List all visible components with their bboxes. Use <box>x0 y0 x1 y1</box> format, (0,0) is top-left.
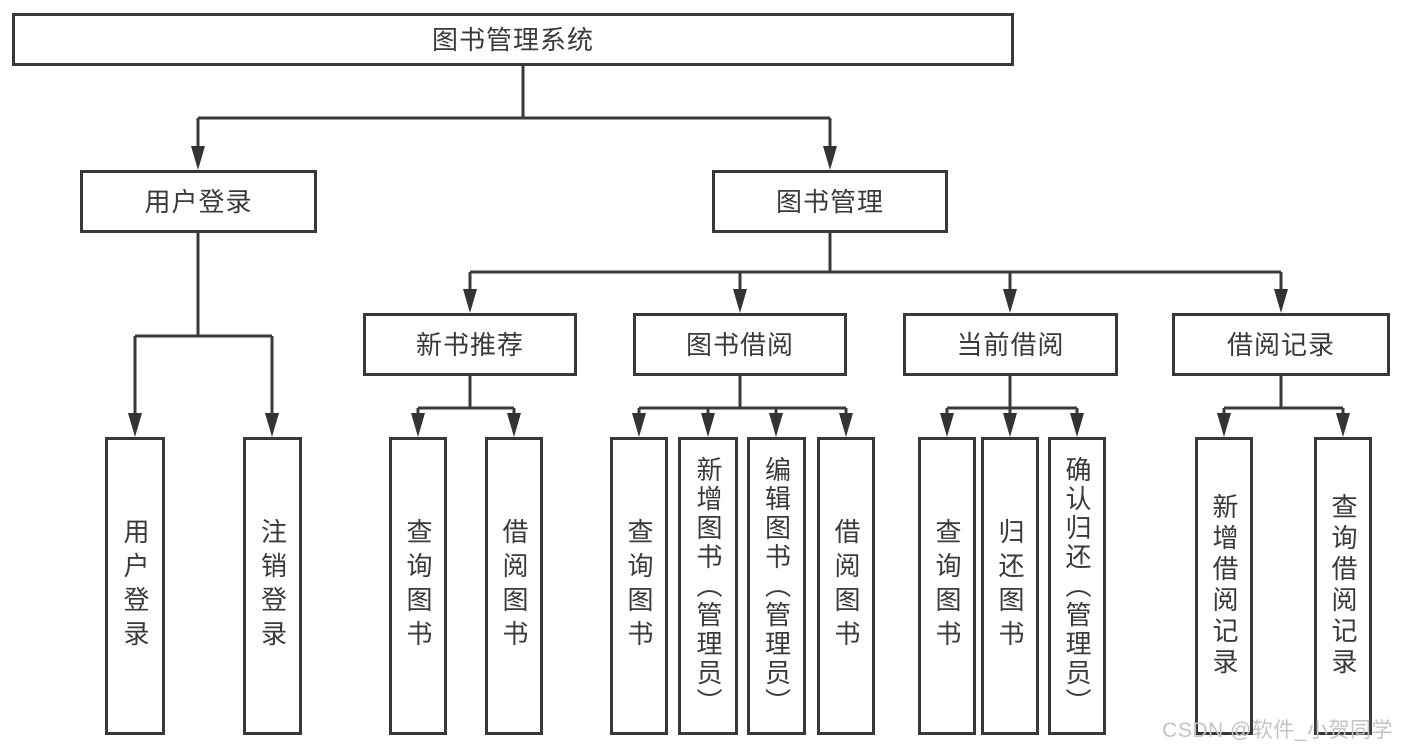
leaf-label: 用户登录 <box>120 518 150 654</box>
connector-newbook-branch <box>416 376 516 429</box>
node-user-login: 用户登录 <box>80 170 317 233</box>
leaf-query-books-recommend: 查询图书 <box>389 437 447 735</box>
leaf-query-books-borrow: 查询图书 <box>610 437 668 735</box>
node-book-borrowing: 图书借阅 <box>633 313 847 376</box>
leaf-add-borrow-record: 新增借阅记录 <box>1195 437 1253 735</box>
leaf-label: 新增借阅记录 <box>1209 493 1239 679</box>
leaf-label: 新增图书（管理员） <box>693 455 723 717</box>
leaf-query-borrow-record: 查询借阅记录 <box>1314 437 1372 735</box>
leaf-query-books-current: 查询图书 <box>918 437 976 735</box>
leaf-borrow-books: 借阅图书 <box>817 437 875 735</box>
connector-mgmt-branch <box>468 233 1283 305</box>
leaf-label: 确认归还（管理员） <box>1062 455 1092 717</box>
connector-borrow-branch <box>637 376 848 429</box>
leaf-edit-books-admin: 编辑图书（管理员） <box>747 437 806 735</box>
connector-login-branch <box>133 233 274 429</box>
node-book-management: 图书管理 <box>712 170 948 233</box>
node-new-book-recommend: 新书推荐 <box>363 313 577 376</box>
leaf-label: 查询图书 <box>932 518 962 654</box>
connector-record-branch <box>1222 376 1345 429</box>
leaf-confirm-return-admin: 确认归还（管理员） <box>1048 437 1106 735</box>
connector-current-branch <box>945 376 1079 429</box>
node-current-borrowing: 当前借阅 <box>903 313 1118 376</box>
leaf-label: 查询借阅记录 <box>1328 493 1358 679</box>
leaf-label: 归还图书 <box>995 518 1025 654</box>
leaf-label: 注销登录 <box>257 518 288 654</box>
leaf-user-login: 用户登录 <box>105 437 165 735</box>
leaf-label: 借阅图书 <box>831 518 861 654</box>
leaf-return-books: 归还图书 <box>981 437 1039 735</box>
leaf-label: 查询图书 <box>624 518 654 654</box>
leaf-label: 查询图书 <box>403 518 433 654</box>
leaf-label: 编辑图书（管理员） <box>761 455 792 717</box>
leaf-logout: 注销登录 <box>243 437 302 735</box>
node-borrow-records: 借阅记录 <box>1172 313 1390 376</box>
leaf-label: 借阅图书 <box>499 518 529 654</box>
leaf-borrow-books-recommend: 借阅图书 <box>485 437 543 735</box>
csdn-watermark: CSDN @软件_小贺同学 <box>1162 719 1393 742</box>
connector-root-branch <box>196 66 832 162</box>
leaf-add-books-admin: 新增图书（管理员） <box>678 437 738 735</box>
node-root-library-system: 图书管理系统 <box>12 13 1014 66</box>
